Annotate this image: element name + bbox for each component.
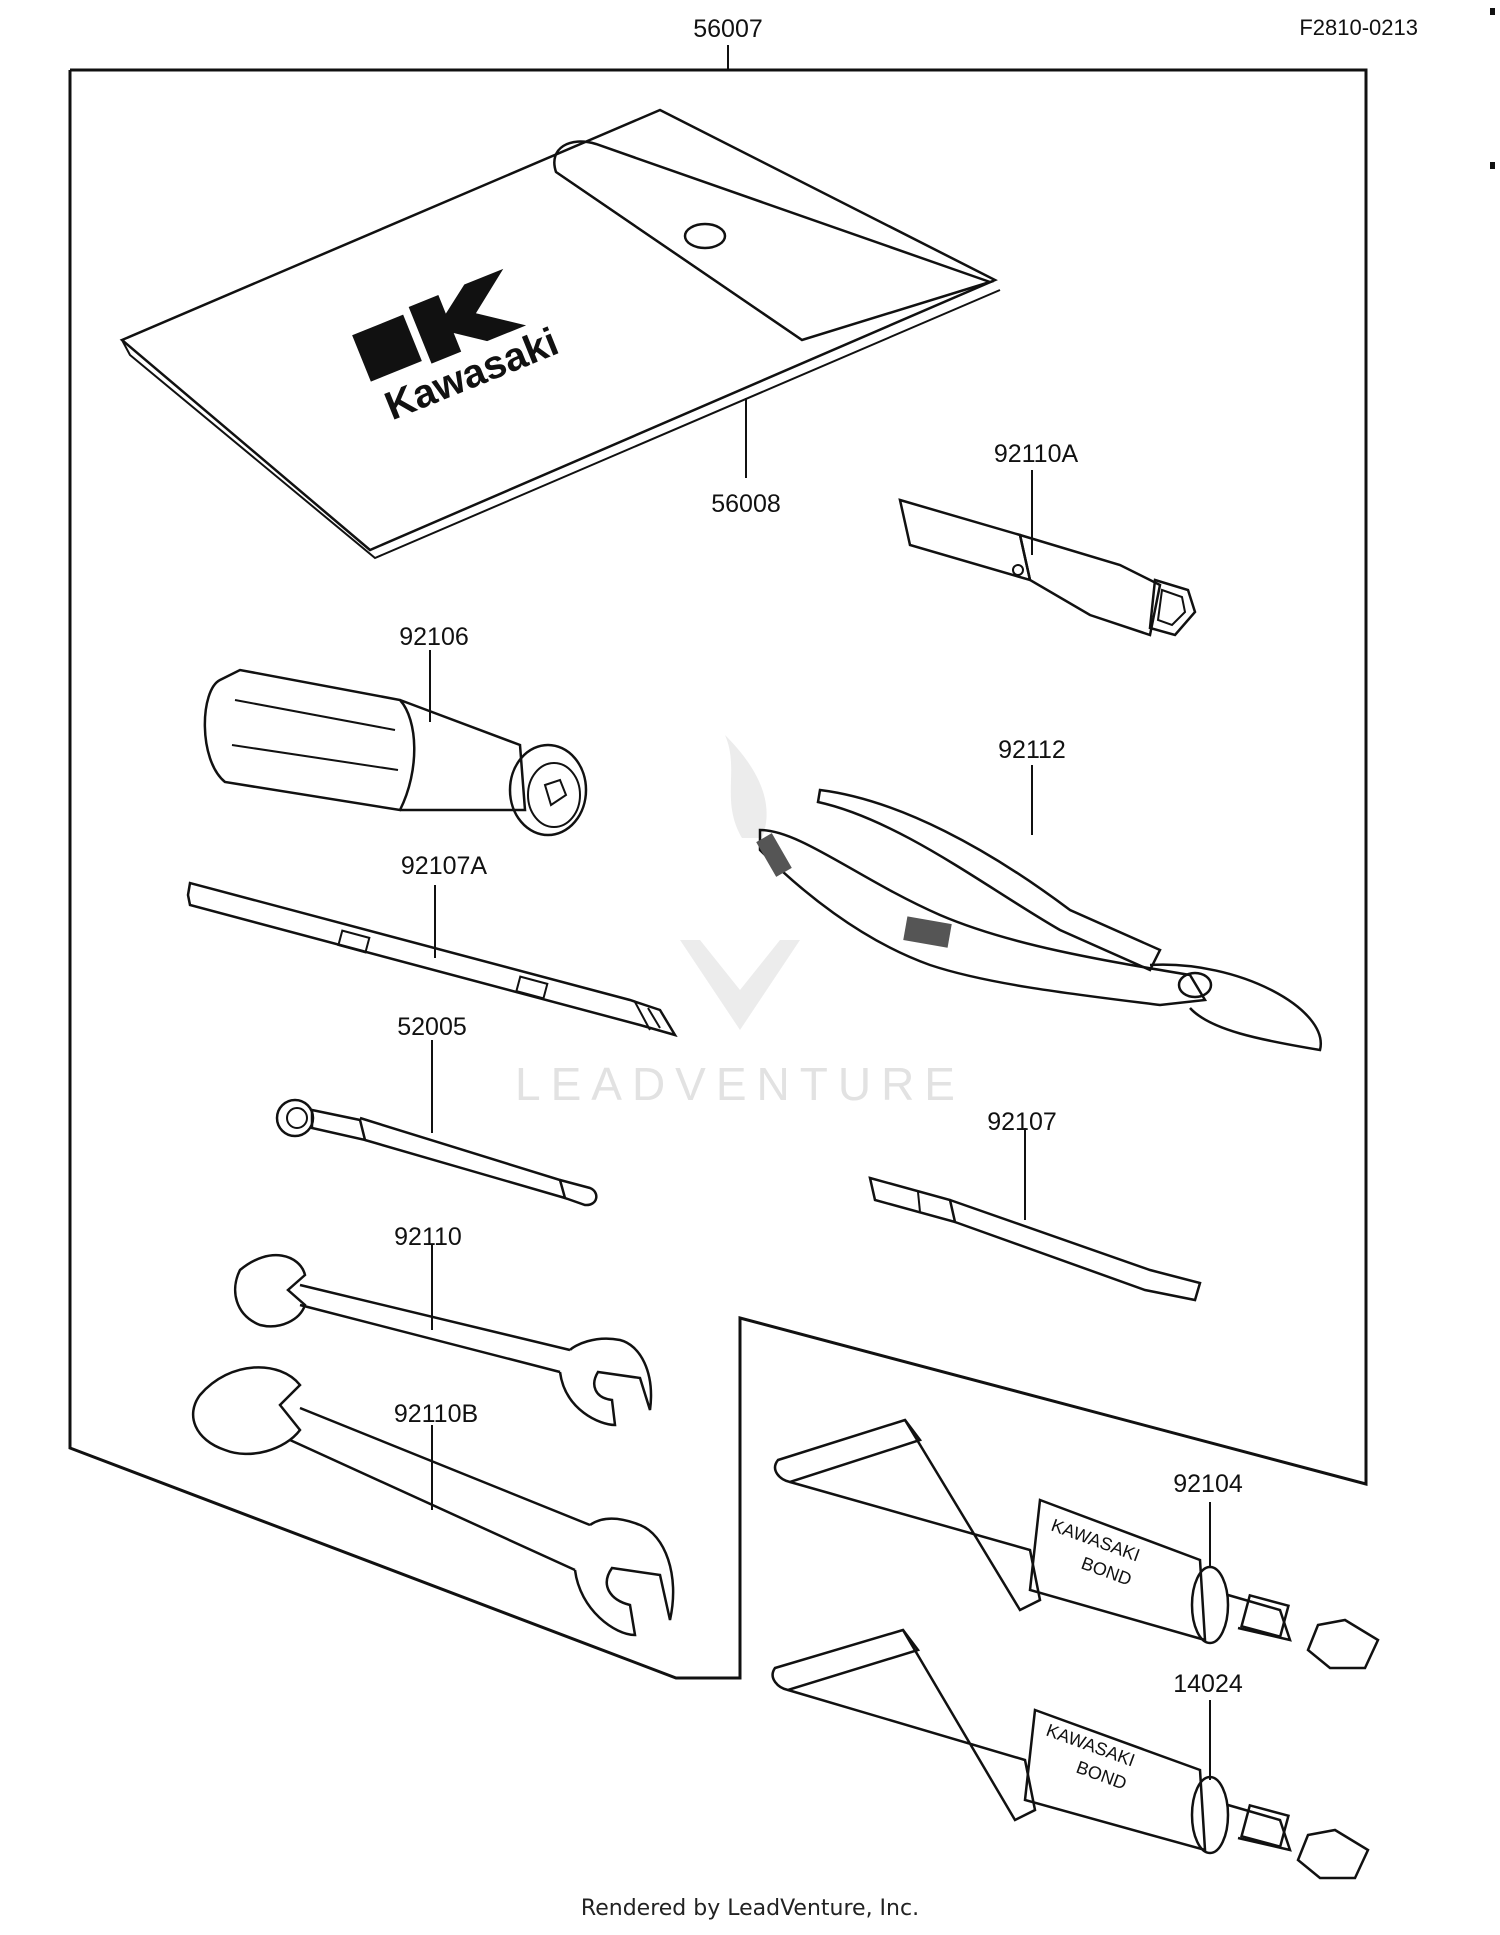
- snap-button: [683, 222, 727, 250]
- open-end-wrench-small: [233, 1253, 653, 1427]
- bond-tube-upper: KAWASAKI BOND: [773, 1418, 1380, 1670]
- part-label-56008: 56008: [711, 490, 781, 518]
- kit-boundary: [68, 68, 1368, 1680]
- hook-spanner-tool: [275, 1098, 598, 1207]
- footer-credit: Rendered by LeadVenture, Inc.: [580, 1896, 920, 1921]
- screwdriver-bit-flat-phillips: [186, 881, 678, 1038]
- part-label-92110B: 92110B: [394, 1400, 478, 1428]
- screwdriver-handle: [203, 668, 588, 837]
- figure-code: F2810-0213: [1299, 15, 1418, 40]
- watermark-text: LEADVENTURE: [515, 1058, 965, 1110]
- kawasaki-logo: Kawasaki: [352, 268, 564, 429]
- part-label-56007: 56007: [693, 15, 763, 43]
- part-label-92112: 92112: [998, 736, 1066, 764]
- part-label-92107: 92107: [987, 1108, 1057, 1136]
- screwdriver-bit-phillips: [868, 1176, 1202, 1302]
- part-label-92110: 92110: [394, 1223, 462, 1251]
- part-label-14024: 14024: [1173, 1670, 1243, 1698]
- spark-plug-wrench: [898, 498, 1197, 637]
- pliers: [756, 788, 1322, 1052]
- tool-case: Kawasaki: [119, 108, 1001, 560]
- watermark: LEADVENTURE: [515, 735, 965, 1110]
- part-label-92104: 92104: [1173, 1470, 1243, 1498]
- part-label-92110A: 92110A: [994, 440, 1079, 468]
- part-label-92107A: 92107A: [401, 852, 488, 880]
- part-label-92106: 92106: [399, 623, 469, 651]
- part-label-52005: 52005: [397, 1013, 467, 1041]
- bond-tube-lower: KAWASAKI BOND: [771, 1628, 1370, 1880]
